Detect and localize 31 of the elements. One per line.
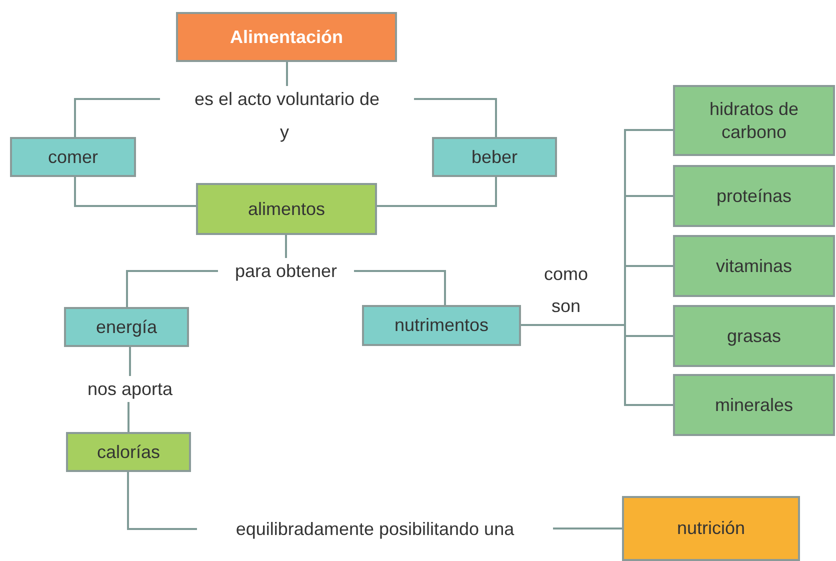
concept-box: vitaminas (673, 235, 835, 297)
linking-phrase: para obtener (218, 258, 354, 284)
connector-line (126, 270, 218, 307)
concept-box: comer (10, 137, 136, 177)
title-box: Alimentación (176, 12, 397, 62)
concept-box: calorías (66, 432, 191, 472)
connector-line (521, 324, 673, 406)
concept-box: nutrimentos (362, 305, 521, 346)
connector-line (127, 472, 197, 530)
concept-box: proteínas (673, 165, 835, 227)
connector-line (285, 235, 287, 258)
concept-box: nutrición (622, 496, 800, 561)
connector-line (377, 177, 497, 207)
concept-box: beber (432, 137, 557, 177)
conjunction-text: y (280, 121, 289, 144)
connector-line (129, 347, 131, 376)
concept-box: energía (64, 307, 189, 347)
linking-phrase: es el acto voluntario de (160, 86, 414, 112)
concept-box: grasas (673, 305, 835, 367)
connector-line (354, 270, 446, 305)
concept-box: hidratos de carbono (673, 85, 835, 156)
connector-line (286, 62, 288, 86)
concept-box: alimentos (196, 183, 377, 235)
connector-line (128, 402, 130, 432)
connector-line (553, 528, 622, 530)
linking-phrase: nos aporta (76, 376, 184, 402)
connector-line (74, 98, 160, 137)
connector-line (74, 177, 196, 207)
connector-line (414, 98, 497, 137)
linking-phrase: equilibradamente posibilitando una (197, 516, 553, 542)
concept-box: minerales (673, 374, 835, 436)
